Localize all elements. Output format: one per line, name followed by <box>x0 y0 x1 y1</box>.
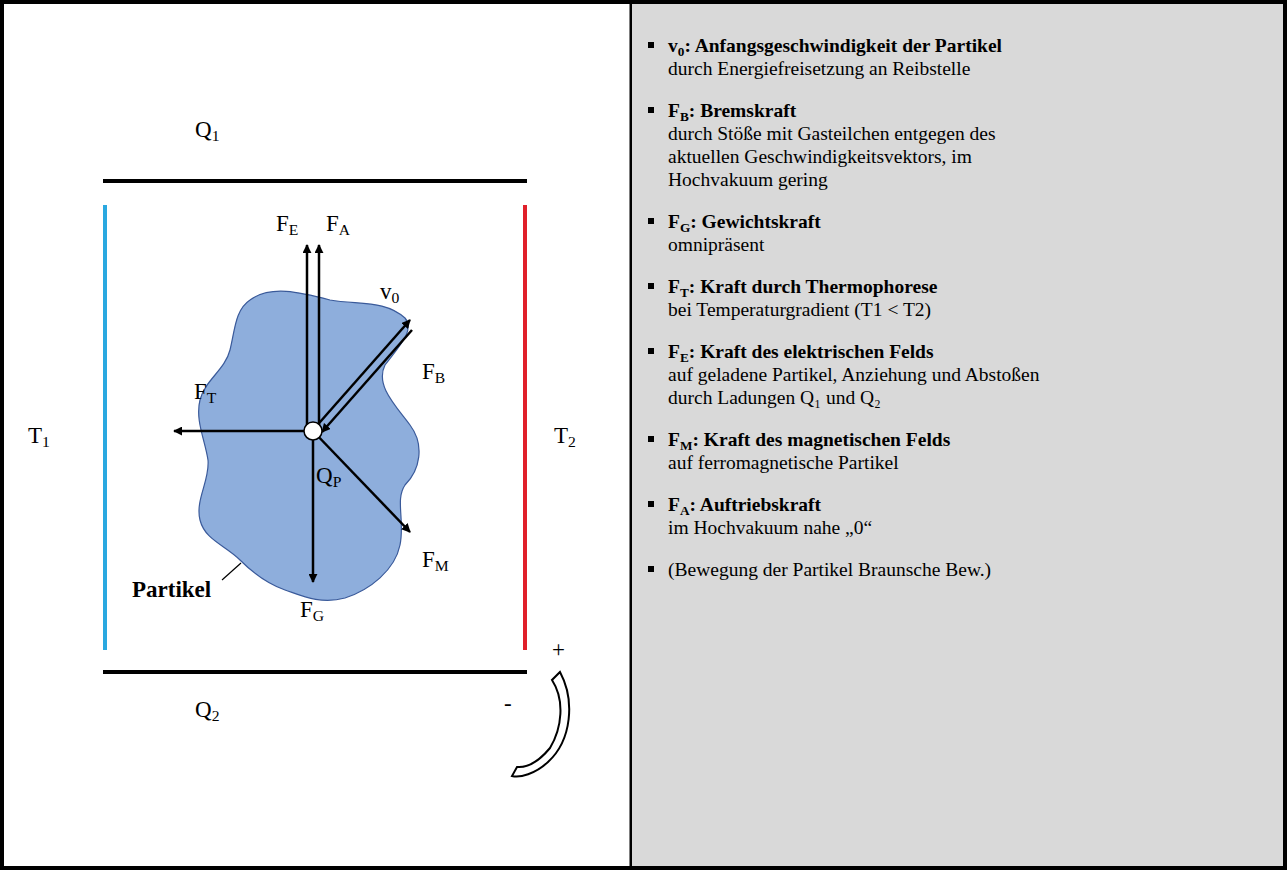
polarity-sign: - <box>504 692 512 715</box>
bullet-mark <box>648 501 654 507</box>
charge-label: Q1 <box>195 118 219 141</box>
electrode-bottom <box>103 670 527 674</box>
force-label: FG <box>300 598 324 621</box>
hot-wall <box>523 205 527 650</box>
velocity-arrow <box>313 320 410 430</box>
force-label: FT <box>194 380 216 403</box>
item-body: omnipräsent <box>668 233 1068 256</box>
item-heading: v0: Anfangsgeschwindigkeit der Partikel <box>668 34 1098 57</box>
item-body: durch Stöße mit Gasteilchen entgegen des… <box>668 122 1068 191</box>
legend-panel: v0: Anfangsgeschwindigkeit der Partikeld… <box>632 4 1283 866</box>
temperature-label: T1 <box>28 424 50 447</box>
item-heading: FA: Auftriebskraft <box>668 493 1098 516</box>
panel-list: v0: Anfangsgeschwindigkeit der Partikeld… <box>644 34 1098 600</box>
electrode-top <box>103 179 527 183</box>
item-heading: FT: Kraft durch Thermophorese <box>668 275 1098 298</box>
force-label: FM <box>422 548 449 571</box>
item-body: durch Energiefreisetzung an Reibstelle <box>668 57 1068 80</box>
list-item: FM: Kraft des magnetischen Feldsauf ferr… <box>644 428 1098 474</box>
part-name: Partikel <box>132 578 211 601</box>
item-body: im Hochvakuum nahe „0“ <box>668 516 1068 539</box>
force-arrow-e <box>306 245 309 432</box>
polarity-sign: + <box>552 638 565 661</box>
bullet-mark <box>648 348 654 354</box>
item-body: auf geladene Partikel, Anziehung und Abs… <box>668 363 1068 409</box>
force-label: FE <box>276 212 298 235</box>
bullet-mark <box>648 436 654 442</box>
list-item: FG: Gewichtskraftomnipräsent <box>644 210 1098 256</box>
item-heading: (Bewegung der Partikel Braunsche Bew.) <box>668 558 1098 581</box>
leader-line <box>222 563 241 580</box>
bullet-mark <box>648 42 654 48</box>
charge-label: QP <box>316 464 341 487</box>
force-arrow-a <box>318 245 321 432</box>
force-arrow-m <box>313 431 410 532</box>
item-body: auf ferromagnetische Partikel <box>668 451 1068 474</box>
list-item: FB: Bremskraftdurch Stöße mit Gasteilche… <box>644 99 1098 191</box>
item-heading: FM: Kraft des magnetischen Felds <box>668 428 1098 451</box>
charge-label: Q2 <box>195 698 219 721</box>
list-item: (Bewegung der Partikel Braunsche Bew.) <box>644 558 1098 581</box>
cold-wall <box>103 205 107 650</box>
force-arrow-t <box>174 430 313 433</box>
list-item: FE: Kraft des elektrischen Feldsauf gela… <box>644 340 1098 409</box>
force-arrow-g <box>312 431 315 582</box>
item-heading: FG: Gewichtskraft <box>668 210 1098 233</box>
list-item: FA: Auftriebskraftim Hochvakuum nahe „0“ <box>644 493 1098 539</box>
force-arrow-b <box>322 330 412 432</box>
list-item: v0: Anfangsgeschwindigkeit der Partikeld… <box>644 34 1098 80</box>
bullet-mark <box>648 218 654 224</box>
magnet-symbol <box>512 672 569 776</box>
particle-blob <box>199 291 419 600</box>
particle-center <box>304 422 322 440</box>
item-body: bei Temperaturgradient (T1 < T2) <box>668 298 1068 321</box>
item-heading: FE: Kraft des elektrischen Felds <box>668 340 1098 363</box>
force-label: FA <box>326 212 350 235</box>
list-item: FT: Kraft durch Thermophoresebei Tempera… <box>644 275 1098 321</box>
force-label: FB <box>422 360 445 383</box>
temperature-label: T2 <box>554 424 576 447</box>
bullet-mark <box>648 107 654 113</box>
bullet-mark <box>648 283 654 289</box>
velocity-label: v0 <box>380 280 399 303</box>
item-heading: FB: Bremskraft <box>668 99 1098 122</box>
bullet-mark <box>648 566 654 572</box>
